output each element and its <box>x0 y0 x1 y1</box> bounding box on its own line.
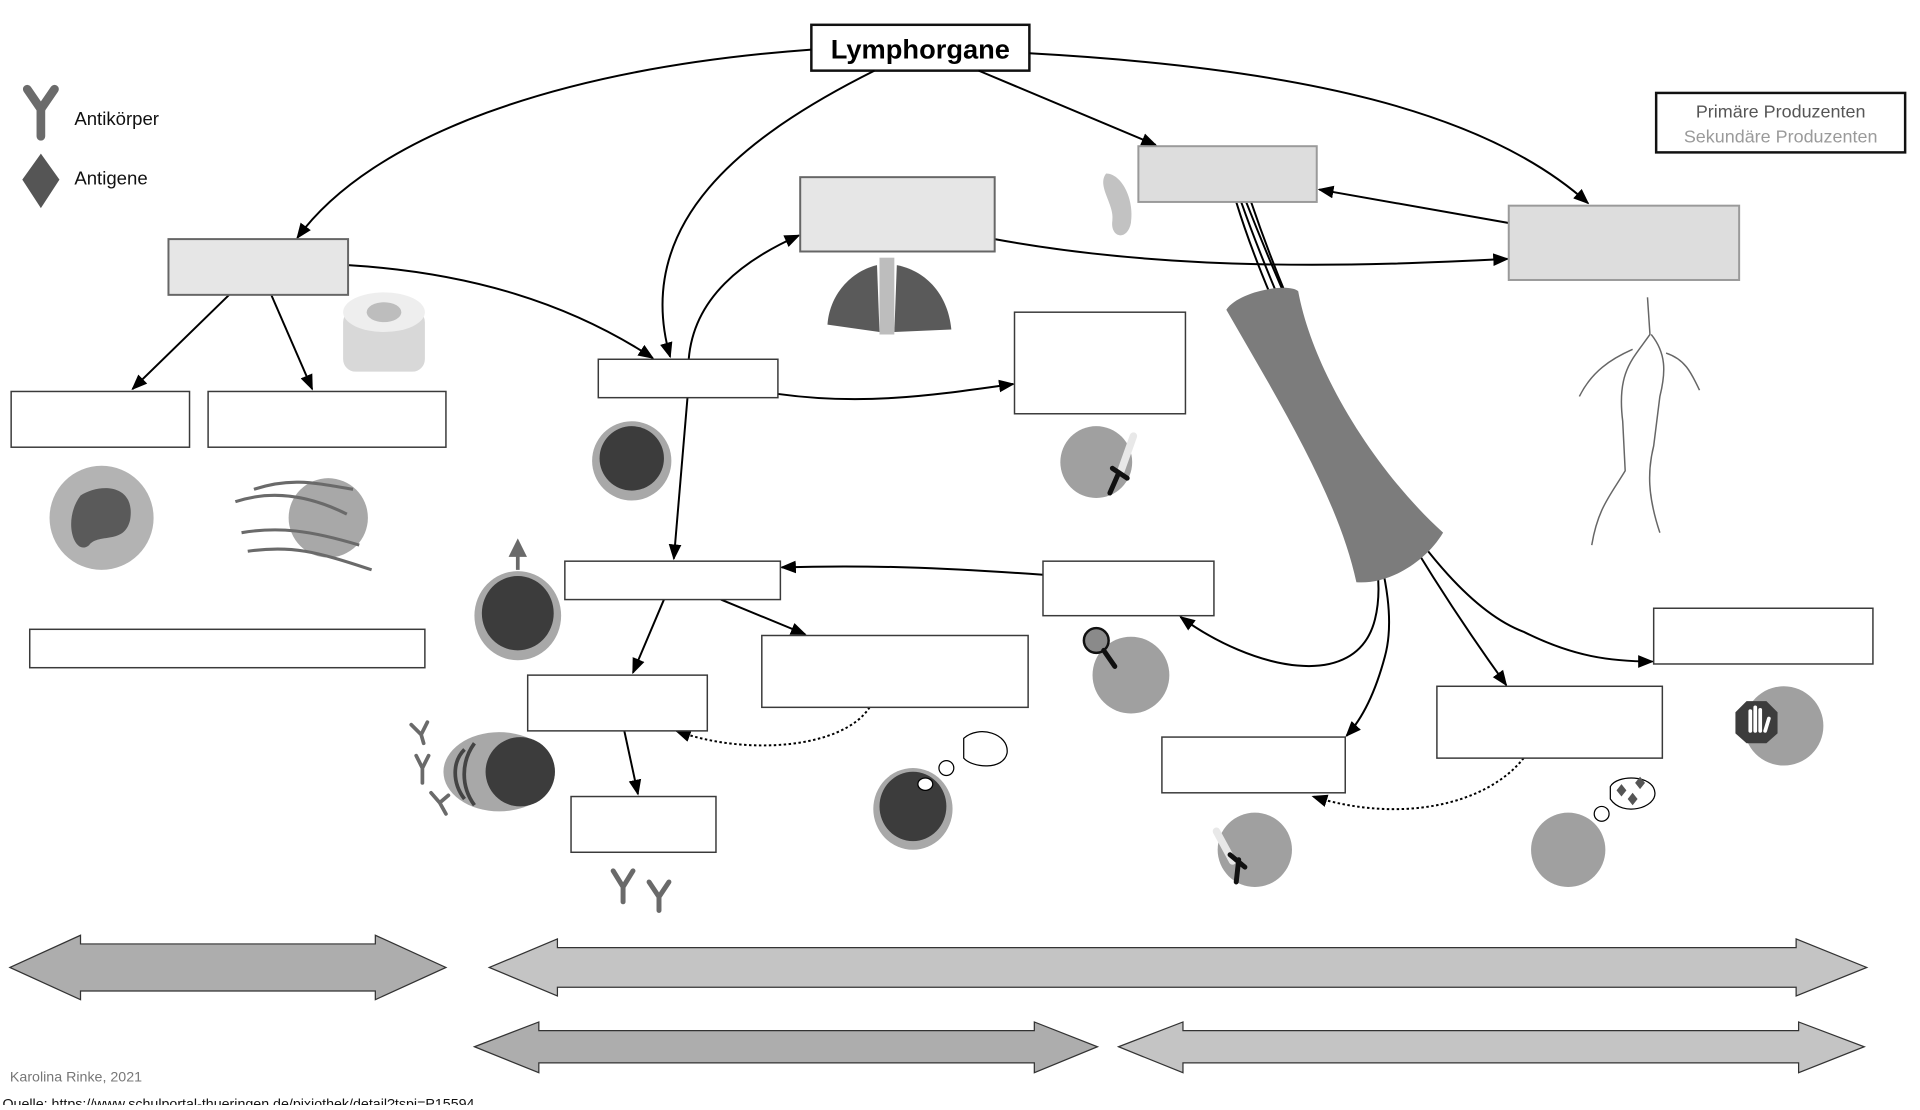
lymphocyte-cell-icon <box>592 421 672 501</box>
cell-box-nonspecific[interactable] <box>28 628 426 669</box>
author-credit: Karolina Rinke, 2021 <box>10 1069 142 1085</box>
organ-box-lung[interactable] <box>799 176 996 253</box>
producers-legend: Primäre Produzenten Sekundäre Produzente… <box>1654 91 1907 154</box>
legend-label-antigene: Antigene <box>74 168 147 189</box>
cell-box-memory-b[interactable] <box>526 674 709 732</box>
cytotoxic-cell-icon <box>1212 812 1292 887</box>
b-cell-with-antigen-icon <box>474 538 562 661</box>
arrow-title-to-left-organ <box>296 48 812 240</box>
killer-cell-icon <box>1060 426 1138 498</box>
arrow-nonspecific-defense <box>8 934 448 1001</box>
spleen-icon <box>1103 173 1132 236</box>
antigen-icon <box>22 153 60 209</box>
cell-box-b-cell[interactable] <box>564 560 782 601</box>
cell-box-helper[interactable] <box>1042 560 1215 617</box>
arrow-lymphocyte-to-lung <box>687 234 801 360</box>
arrow-specific-defense <box>487 938 1869 997</box>
macrophage-cell-icon <box>234 478 373 572</box>
arrow-right-organ-to-spleen <box>1317 185 1509 224</box>
arrow-b-cell-to-memory <box>632 599 665 675</box>
title-box: Lymphorgane <box>810 23 1031 72</box>
lymph-vessel-icon <box>1578 297 1701 546</box>
page-title: Lymphorgane <box>831 33 1010 64</box>
arrow-cellular-defense <box>1116 1021 1866 1074</box>
antibodies-icon <box>610 868 672 913</box>
antibody-icon <box>22 84 59 141</box>
primary-producers-label: Primäre Produzenten <box>1696 102 1866 122</box>
bone-marrow-icon <box>343 292 425 372</box>
arrow-helper-to-b-cell <box>780 560 1044 576</box>
lung-icon <box>827 257 952 335</box>
arrow-b-cell-to-plasma <box>720 598 807 636</box>
cell-box-macrophage[interactable] <box>207 390 447 448</box>
free-antibodies-icon <box>409 720 451 816</box>
arrow-left-organ-to-lymphocyte <box>348 264 655 359</box>
dotted-arrow-plasma-to-memory <box>674 706 871 747</box>
arrow-memory-to-antibodies <box>623 730 642 796</box>
category-arrows <box>8 934 1869 1074</box>
arrow-lymphocyte-to-killer <box>777 379 1015 401</box>
dotted-arrow-memory-t-to-cytotoxic <box>1311 757 1525 811</box>
helper-cell-icon <box>1082 626 1170 714</box>
organ-box-spleen[interactable] <box>1137 145 1318 203</box>
arrow-lung-to-right-organ <box>994 238 1510 266</box>
organ-box-left[interactable] <box>167 238 350 296</box>
cell-box-cytotoxic[interactable] <box>1161 736 1346 794</box>
arrow-humoral-defense <box>472 1021 1100 1074</box>
cell-box-suppressor[interactable] <box>1652 607 1874 665</box>
secondary-producers-label: Sekundäre Produzenten <box>1684 126 1878 146</box>
cell-box-granulocyte[interactable] <box>10 390 191 448</box>
plasma-cell-icon <box>443 732 555 812</box>
cell-box-memory-t[interactable] <box>1436 685 1664 759</box>
source-link[interactable]: Quelle: https://www.schulportal-thuering… <box>2 1097 474 1110</box>
suppressor-cell-icon <box>1735 686 1824 766</box>
organ-box-right[interactable] <box>1507 204 1741 281</box>
memory-t-cell-icon <box>1531 776 1656 887</box>
arrow-to-granulocyte <box>131 294 230 391</box>
granulocyte-cell-icon <box>49 465 154 570</box>
arrow-lymphocyte-to-b-cell <box>668 397 689 561</box>
legend: Antikörper Antigene <box>22 84 159 209</box>
cell-box-lymphocyte[interactable] <box>597 358 779 399</box>
memory-b-cell-icon <box>873 731 1008 850</box>
arrow-to-macrophage <box>270 294 314 391</box>
arrow-title-to-spleen <box>978 69 1158 146</box>
legend-label-antikoerper: Antikörper <box>74 108 159 129</box>
arrow-title-to-right-organ <box>1029 52 1590 205</box>
arrow-title-to-lymphocyte <box>660 69 875 359</box>
cell-box-killer[interactable] <box>1013 311 1187 415</box>
cell-box-plasma[interactable] <box>761 634 1029 709</box>
cell-box-antibodies[interactable] <box>570 795 717 854</box>
thymus-bone-icon <box>1226 287 1444 583</box>
